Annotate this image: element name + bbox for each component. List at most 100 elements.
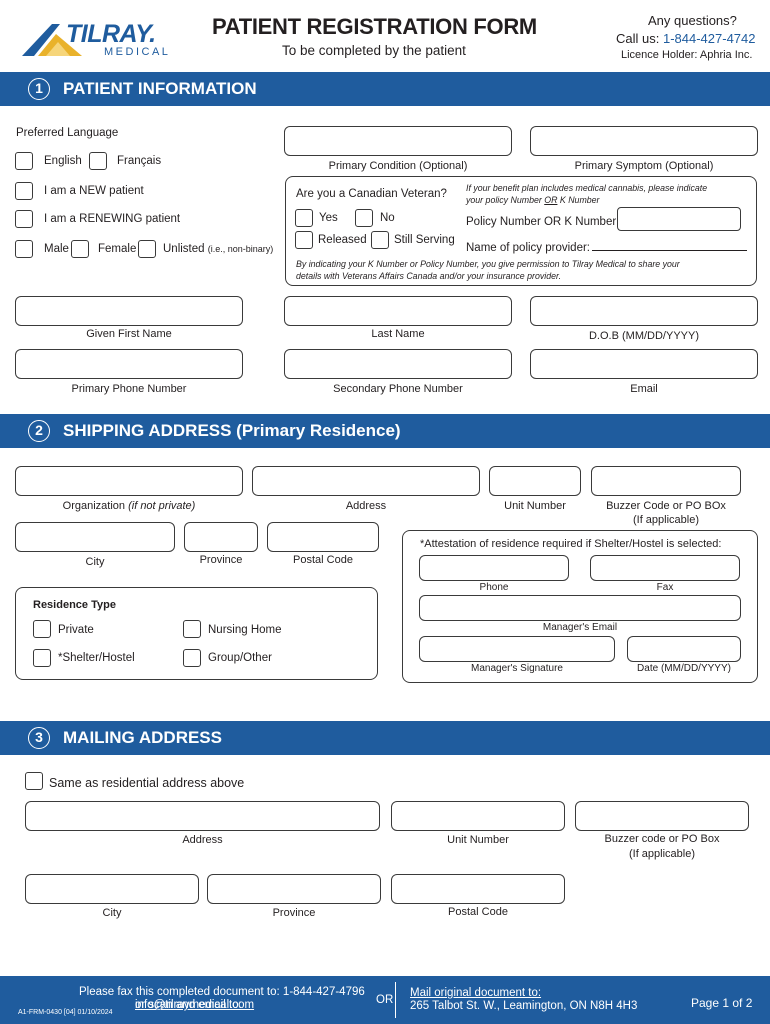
veteran-yes-checkbox[interactable] <box>295 209 313 227</box>
contact-phone[interactable]: 1-844-427-4742 <box>662 31 756 46</box>
francais-checkbox[interactable] <box>89 152 107 170</box>
tilray-logo: TILRAY. MEDICAL <box>22 20 192 60</box>
residence-type-label: Residence Type <box>33 599 116 611</box>
shipping-unit-label: Unit Number <box>504 500 566 512</box>
shelter-checkbox[interactable] <box>33 649 51 667</box>
mailing-buzzer-input[interactable] <box>575 801 749 831</box>
given-first-name-input[interactable] <box>15 296 243 326</box>
veteran-released-checkbox[interactable] <box>295 231 313 249</box>
shelter-label: *Shelter/Hostel <box>58 652 135 664</box>
shipping-city-label: City <box>85 556 105 568</box>
organization-input[interactable] <box>15 466 243 496</box>
group-other-checkbox[interactable] <box>183 649 201 667</box>
policy-provider-label: Name of policy provider: <box>466 242 590 254</box>
nursing-home-label: Nursing Home <box>208 624 282 636</box>
footer-email-prefix: or scan and email to: <box>135 999 242 1011</box>
footer-email-link[interactable]: info@tilraymedical.com <box>135 999 255 1011</box>
section-number: 3 <box>28 727 50 749</box>
primary-symptom-input[interactable] <box>530 126 758 156</box>
shipping-address-input[interactable] <box>252 466 480 496</box>
same-as-residential-label: Same as residential address above <box>49 776 245 790</box>
attestation-phone-input[interactable] <box>419 555 569 581</box>
primary-condition-input[interactable] <box>284 126 512 156</box>
section-title: PATIENT INFORMATION <box>63 79 257 98</box>
unlisted-checkbox[interactable] <box>138 240 156 258</box>
veteran-no-label: No <box>380 212 395 224</box>
attestation-phone-label: Phone <box>479 582 509 593</box>
permission-note-line-2: details with Veterans Affairs Canada and… <box>296 271 562 281</box>
attestation-date-input[interactable] <box>627 636 741 662</box>
new-patient-checkbox[interactable] <box>15 182 33 200</box>
shipping-province-input[interactable] <box>184 522 258 552</box>
attestation-panel <box>402 530 758 683</box>
attestation-fax-input[interactable] <box>590 555 740 581</box>
veteran-still-serving-label: Still Serving <box>394 234 455 246</box>
dob-input[interactable] <box>530 296 758 326</box>
primary-condition-label: Primary Condition (Optional) <box>328 160 468 172</box>
policy-number-label: Policy Number OR K Number <box>466 216 617 228</box>
benefit-note-2a: your policy Number <box>466 195 545 205</box>
attestation-note: *Attestation of residence required if Sh… <box>420 538 722 550</box>
unlisted-label: Unlisted (i.e., non-binary) <box>163 243 273 255</box>
page-subtitle: To be completed by the patient <box>282 43 466 58</box>
nursing-home-checkbox[interactable] <box>183 620 201 638</box>
attestation-date-label: Date (MM/DD/YYYY) <box>637 663 731 674</box>
managers-email-label: Manager's Email <box>542 622 618 633</box>
secondary-phone-label: Secondary Phone Number <box>333 383 463 395</box>
unlisted-text: Unlisted <box>163 243 205 255</box>
residence-type-panel <box>15 587 378 680</box>
email-label: Email <box>630 383 658 395</box>
veteran-no-checkbox[interactable] <box>355 209 373 227</box>
given-first-name-label: Given First Name <box>86 328 172 340</box>
logo-mark-icon <box>22 24 82 56</box>
mailing-postal-label: Postal Code <box>448 906 508 918</box>
email-input[interactable] <box>530 349 758 379</box>
english-label: English <box>44 155 82 167</box>
footer-divider <box>395 982 396 1018</box>
francais-label: Français <box>117 155 162 167</box>
mailing-postal-input[interactable] <box>391 874 565 904</box>
secondary-phone-input[interactable] <box>284 349 512 379</box>
policy-provider-line[interactable] <box>592 250 747 251</box>
male-checkbox[interactable] <box>15 240 33 258</box>
logo-word: TILRAY. <box>66 20 156 48</box>
footer-form-code: A1-FRM-0430 [04] 01/10/2024 <box>18 1009 113 1016</box>
english-checkbox[interactable] <box>15 152 33 170</box>
same-as-residential-checkbox[interactable] <box>25 772 43 790</box>
mailing-province-label: Province <box>272 907 316 919</box>
benefit-note-line-2: your policy Number OR K Number <box>466 195 599 205</box>
shipping-buzzer-label-1: Buzzer Code or PO BOx <box>606 500 726 512</box>
shipping-city-input[interactable] <box>15 522 175 552</box>
benefit-note-line-1: If your benefit plan includes medical ca… <box>466 183 708 193</box>
shipping-address-label: Address <box>345 500 387 512</box>
veteran-still-serving-checkbox[interactable] <box>371 231 389 249</box>
organization-note: (if not private) <box>128 500 196 512</box>
private-checkbox[interactable] <box>33 620 51 638</box>
shipping-postal-label: Postal Code <box>293 554 353 566</box>
mailing-buzzer-label-2: (If applicable) <box>628 848 696 860</box>
benefit-note-2c: K Number <box>557 195 600 205</box>
mailing-unit-input[interactable] <box>391 801 565 831</box>
managers-email-input[interactable] <box>419 595 741 621</box>
call-prefix: Call us: <box>616 31 663 46</box>
policy-number-input[interactable] <box>617 207 741 231</box>
shipping-buzzer-input[interactable] <box>591 466 741 496</box>
last-name-input[interactable] <box>284 296 512 326</box>
primary-phone-label: Primary Phone Number <box>71 383 187 395</box>
mailing-province-input[interactable] <box>207 874 381 904</box>
last-name-label: Last Name <box>371 328 425 340</box>
renewing-patient-checkbox[interactable] <box>15 210 33 228</box>
shipping-province-label: Province <box>199 554 243 566</box>
new-patient-label: I am a NEW patient <box>44 185 144 197</box>
footer-or: OR <box>376 994 394 1006</box>
shipping-postal-input[interactable] <box>267 522 379 552</box>
mailing-address-label: Address <box>182 834 223 846</box>
mailing-city-input[interactable] <box>25 874 199 904</box>
female-checkbox[interactable] <box>71 240 89 258</box>
female-label: Female <box>98 243 137 255</box>
managers-signature-input[interactable] <box>419 636 615 662</box>
primary-phone-input[interactable] <box>15 349 243 379</box>
shipping-unit-input[interactable] <box>489 466 581 496</box>
mailing-address-input[interactable] <box>25 801 380 831</box>
organization-text: Organization <box>62 500 129 512</box>
